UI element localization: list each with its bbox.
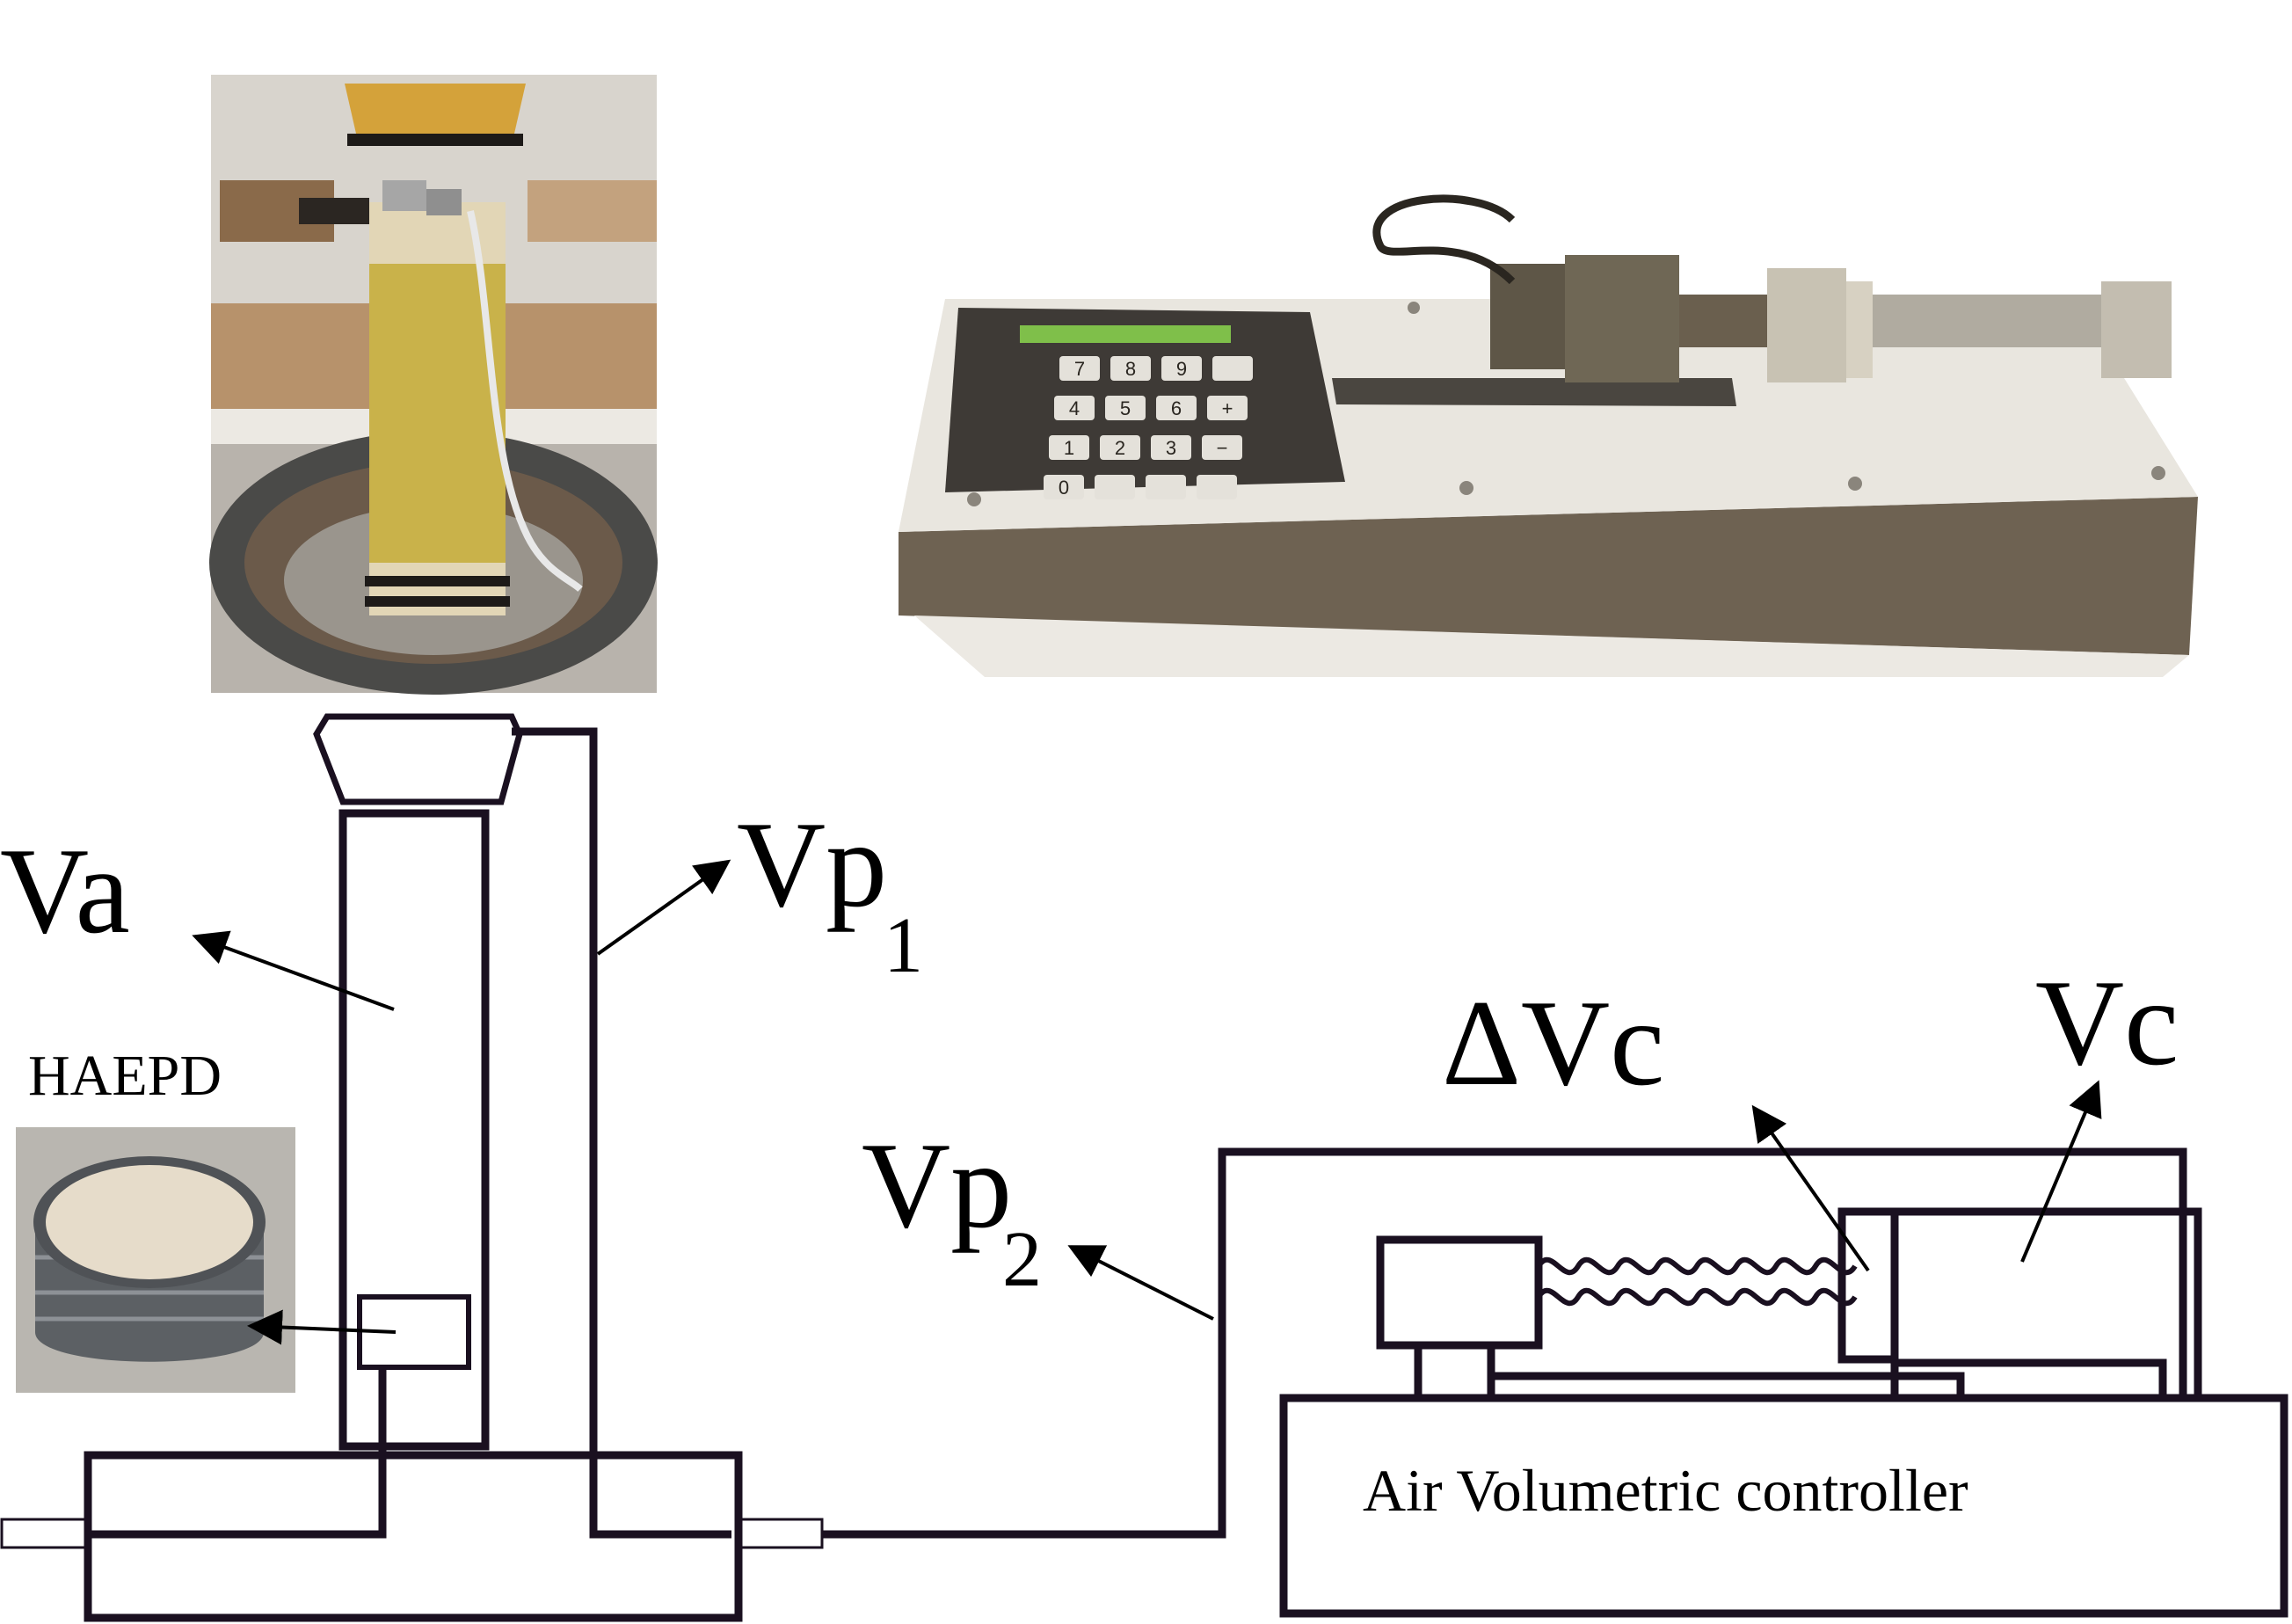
label-vp1: Vp	[737, 797, 887, 933]
keypad-key	[1095, 475, 1135, 499]
keypad-key	[1161, 356, 1202, 381]
right-port	[737, 1518, 824, 1549]
schematic	[0, 713, 2288, 1622]
drainage-line-haepd	[88, 1369, 387, 1539]
keypad-key	[1151, 435, 1191, 460]
arrow-vp1	[596, 859, 731, 956]
haepd-photo	[16, 1127, 295, 1393]
keypad-key	[1059, 356, 1100, 381]
motor-mount	[1414, 1341, 1495, 1402]
controller-base	[1279, 1394, 2288, 1618]
keypad-key	[1054, 396, 1095, 420]
arrow-va	[192, 930, 395, 1011]
keypad-key	[1156, 396, 1197, 420]
arrow-delta-vc	[1751, 1104, 1870, 1272]
bellows-upper	[1536, 1256, 1858, 1276]
keypad-key-label: 5	[1120, 397, 1131, 419]
keypad-key-label: 6	[1171, 397, 1182, 419]
label-haepd: HAEPD	[28, 1044, 222, 1108]
label-vp1-subscript: 1	[884, 902, 923, 989]
volumetric-controller-photo: 7 8 9 4 5 6 +1 2 3 − 0	[899, 194, 2198, 677]
keypad-key-label: 4	[1069, 397, 1080, 419]
tubing-vp2	[822, 1147, 2187, 1539]
cylinder	[1890, 1207, 2202, 1402]
keypad-key	[1110, 356, 1151, 381]
label-va: Va	[0, 823, 130, 959]
label-vc: Vc	[2035, 955, 2179, 1091]
bellows-lower	[1536, 1287, 1858, 1307]
keypad-key	[1105, 396, 1146, 420]
label-vp2-subscript: 2	[1002, 1216, 1042, 1303]
stepper-motor	[1490, 264, 1569, 369]
keypad-key-label: 9	[1176, 358, 1187, 380]
keypad-key	[1197, 475, 1237, 499]
keypad-key-label: 8	[1125, 358, 1136, 380]
triaxial-cell-photo	[209, 75, 658, 695]
label-controller-box: Air Volumetric controller	[1363, 1457, 1968, 1524]
cell-column	[338, 809, 490, 1451]
keypad-key-label: +	[1222, 397, 1233, 419]
keypad-key-label: 2	[1115, 437, 1125, 459]
keypad-key	[1044, 475, 1084, 499]
piston	[1837, 1207, 1899, 1364]
keypad-key-label: 0	[1059, 477, 1069, 499]
lcd-display	[1020, 325, 1231, 343]
rail	[1491, 1372, 1965, 1398]
drainage-line-vp1	[512, 727, 731, 1539]
keypad-key	[1212, 356, 1253, 381]
left-port	[0, 1518, 90, 1549]
keypad-key	[1049, 435, 1089, 460]
keypad-keys: 7 8 9 4 5 6 +1 2 3 − 0	[1044, 356, 1253, 499]
keypad-key	[1207, 396, 1248, 420]
arrow-haepd	[247, 1309, 397, 1345]
keypad-key-label: 1	[1064, 437, 1074, 459]
arrows	[192, 859, 2102, 1345]
keypad-key	[1202, 435, 1242, 460]
label-vp2: Vp	[862, 1118, 1012, 1254]
cell-top-cap	[313, 713, 523, 805]
label-delta-vc: ΔVc	[1442, 975, 1664, 1111]
keypad-key-label: −	[1217, 437, 1228, 459]
keypad-key-label: 3	[1166, 437, 1176, 459]
arrow-vp2	[1067, 1245, 1214, 1321]
motor-block	[1376, 1235, 1543, 1350]
keypad-key	[1100, 435, 1140, 460]
keypad-key-label: 7	[1074, 358, 1085, 380]
arrow-vc	[2020, 1080, 2102, 1263]
keypad-key	[1146, 475, 1186, 499]
